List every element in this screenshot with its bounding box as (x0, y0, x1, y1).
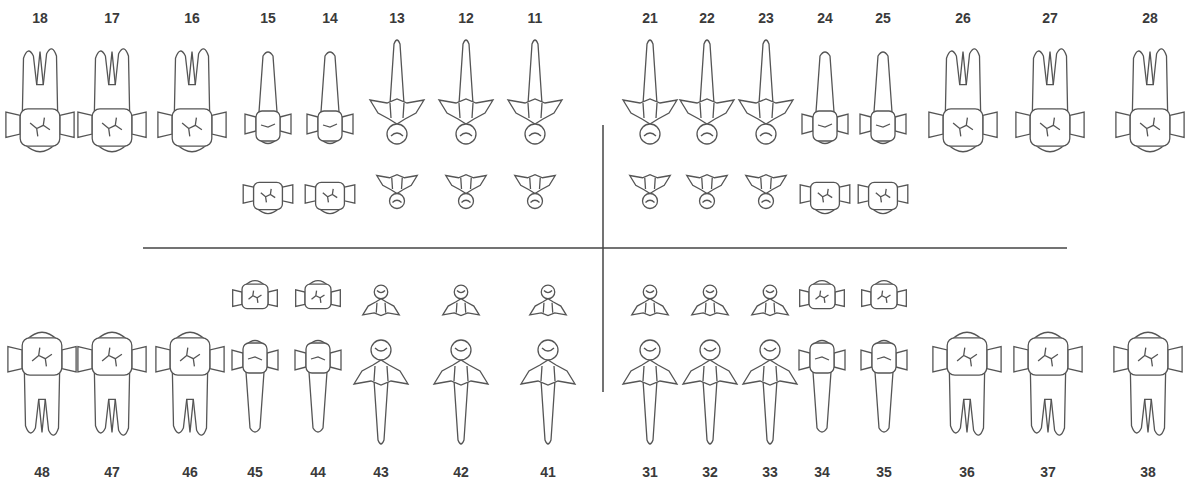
tooth-number: 33 (762, 464, 778, 480)
tooth-drawing (530, 285, 566, 315)
tooth-drawing (746, 175, 787, 209)
tooth-number: 28 (1142, 10, 1158, 26)
tooth-drawing (800, 281, 845, 309)
tooth-drawing (439, 40, 493, 144)
tooth-drawing (933, 332, 1001, 435)
tooth-number: 14 (322, 10, 338, 26)
tooth-drawing (799, 341, 845, 433)
tooth-number: 48 (34, 464, 50, 480)
tooth-number: 38 (1140, 464, 1156, 480)
tooth-drawing (305, 182, 355, 213)
tooth-drawing (623, 40, 677, 144)
tooth-drawing (1114, 332, 1182, 435)
midline-horizontal (143, 247, 1067, 249)
tooth-number: 23 (758, 10, 774, 26)
tooth-drawing (680, 40, 734, 144)
tooth-number: 36 (959, 464, 975, 480)
tooth-drawing (1016, 49, 1084, 152)
tooth-number: 17 (104, 10, 120, 26)
tooth-drawing (1116, 49, 1184, 152)
tooth-drawing (78, 49, 146, 152)
tooth-drawing (739, 40, 793, 144)
tooth-drawing (630, 175, 671, 209)
tooth-number: 21 (642, 10, 658, 26)
tooth-number: 42 (453, 464, 469, 480)
tooth-number: 26 (955, 10, 971, 26)
tooth-drawing (802, 52, 848, 144)
tooth-number: 11 (528, 10, 543, 26)
tooth-number: 25 (875, 10, 891, 26)
tooth-number: 18 (32, 10, 48, 26)
tooth-drawing (743, 340, 797, 444)
tooth-number: 24 (817, 10, 833, 26)
tooth-drawing (752, 285, 788, 315)
tooth-drawing (623, 340, 677, 444)
tooth-number: 27 (1042, 10, 1058, 26)
tooth-drawing (929, 49, 997, 152)
tooth-number: 45 (247, 464, 263, 480)
tooth-number: 35 (876, 464, 892, 480)
tooth-drawing (354, 340, 408, 444)
tooth-number: 12 (458, 10, 474, 26)
tooth-drawing (521, 340, 575, 444)
tooth-number: 31 (642, 464, 658, 480)
tooth-drawing (363, 285, 399, 315)
tooth-drawing (377, 175, 418, 209)
tooth-number: 13 (389, 10, 405, 26)
tooth-drawing (683, 340, 737, 444)
tooth-drawing (443, 285, 479, 315)
tooth-drawing (446, 175, 487, 209)
tooth-number: 37 (1040, 464, 1056, 480)
tooth-drawing (6, 49, 74, 152)
tooth-number: 22 (699, 10, 715, 26)
tooth-number: 46 (182, 464, 198, 480)
teeth (6, 40, 1184, 444)
tooth-drawing (156, 332, 224, 435)
tooth-drawing (233, 281, 278, 309)
tooth-drawing (158, 49, 226, 152)
tooth-drawing (243, 182, 293, 213)
tooth-drawing (861, 341, 907, 433)
tooth-drawing (307, 52, 353, 144)
tooth-number: 43 (373, 464, 389, 480)
tooth-drawing (862, 281, 907, 309)
tooth-number: 44 (310, 464, 326, 480)
tooth-drawing (687, 175, 728, 209)
tooth-number: 34 (814, 464, 830, 480)
midline-vertical (602, 125, 604, 392)
tooth-drawing (800, 182, 850, 213)
tooth-drawing (860, 52, 906, 144)
tooth-drawing (1014, 332, 1082, 435)
tooth-number: 15 (260, 10, 276, 26)
tooth-drawing (692, 285, 728, 315)
tooth-drawing (296, 281, 341, 309)
tooth-number: 41 (540, 464, 556, 480)
tooth-drawing (632, 285, 668, 315)
tooth-drawing (515, 175, 556, 209)
tooth-drawing (858, 182, 908, 213)
tooth-number: 16 (184, 10, 200, 26)
tooth-drawing (434, 340, 488, 444)
tooth-drawing (370, 40, 424, 144)
tooth-drawing (295, 341, 341, 433)
tooth-drawing (8, 332, 76, 435)
tooth-drawing (245, 52, 291, 144)
tooth-number: 32 (702, 464, 718, 480)
tooth-number: 47 (104, 464, 120, 480)
tooth-drawing (508, 40, 562, 144)
tooth-drawing (78, 332, 146, 435)
tooth-drawing (232, 341, 278, 433)
